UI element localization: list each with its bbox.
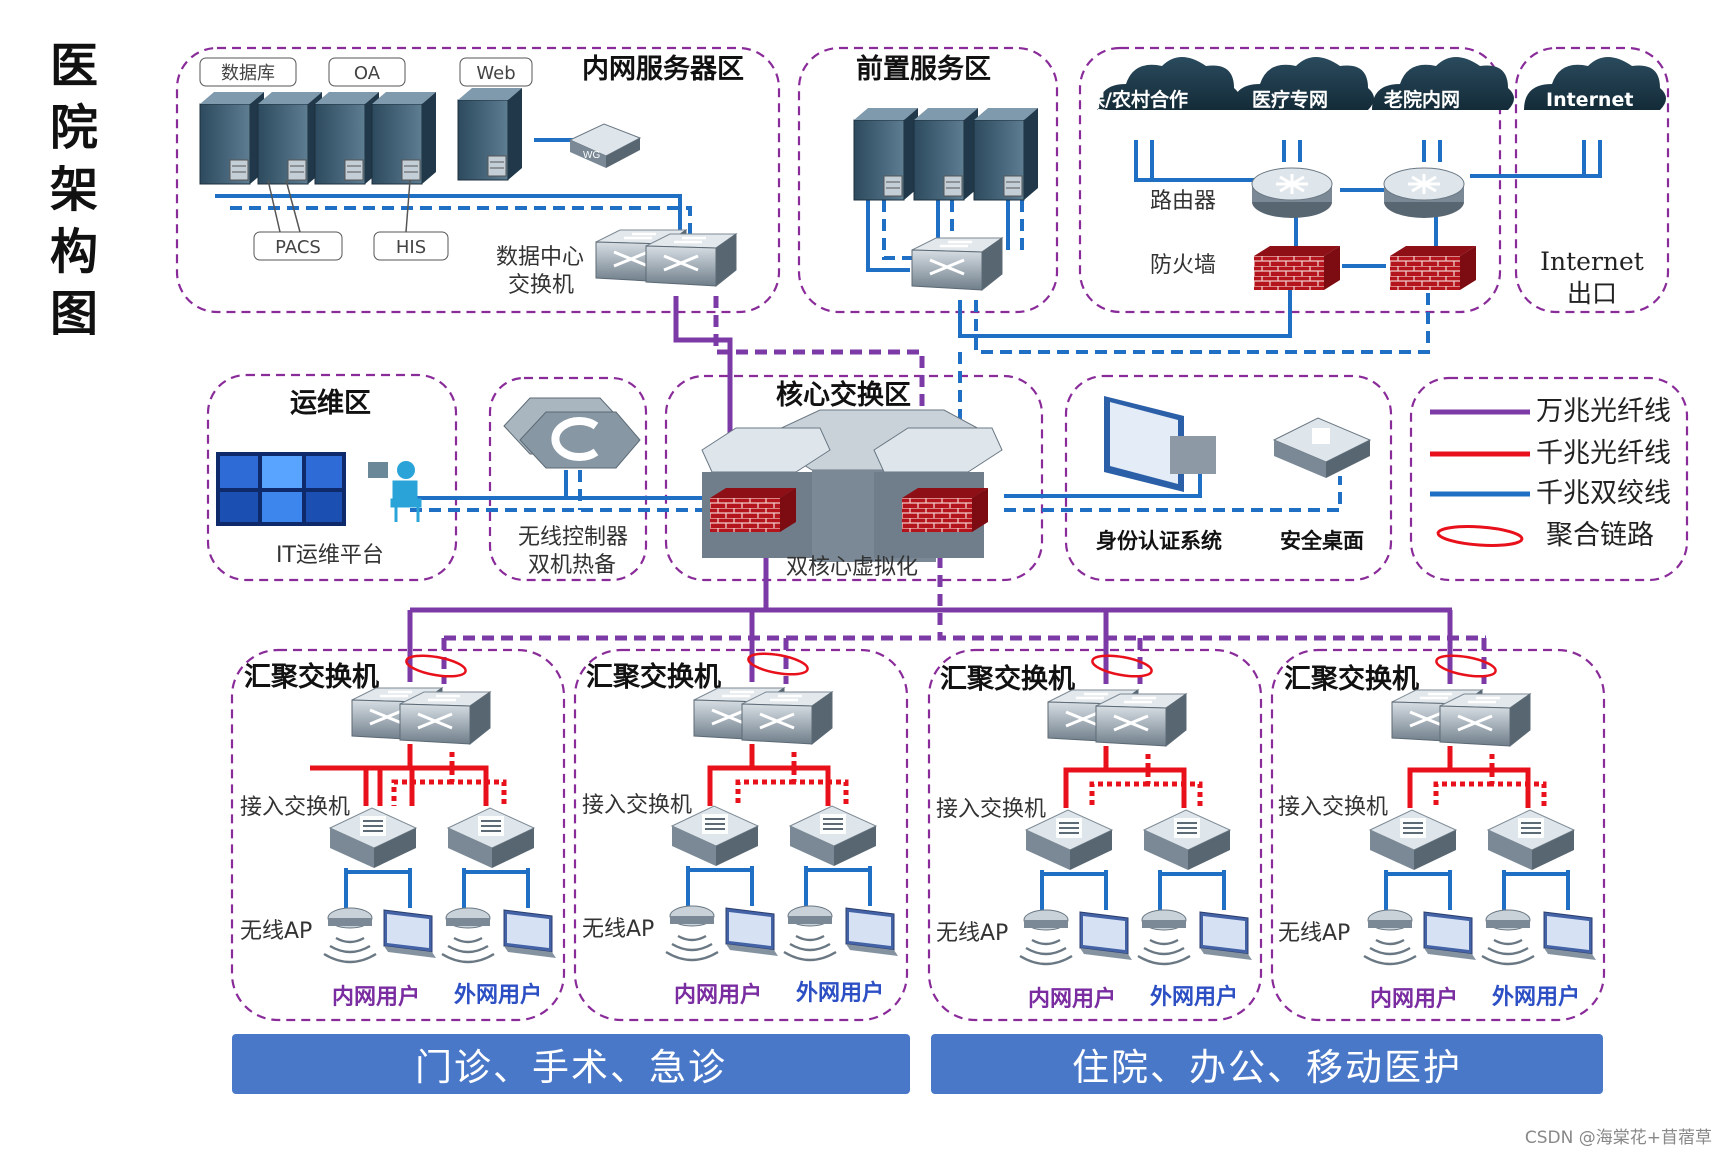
cloud-internet: Internet [1524,57,1666,111]
legend: 万兆光纤线 千兆光纤线 千兆双绞线 聚合链路 [1430,396,1671,551]
cloud-cooperative: 保/农村合作 [1085,57,1240,111]
ops-platform-label: IT运维平台 [276,543,384,568]
agg-switch-label: 汇聚交换机 [244,661,379,693]
legend-label-1g-twisted: 千兆双绞线 [1536,478,1671,509]
access-switch-label: 接入交换机 [936,797,1046,822]
links [215,138,1602,684]
firewall-label: 防火墙 [1150,253,1216,278]
wireless-controller-device [503,397,641,469]
wireless-ap-label: 无线AP [1278,921,1350,946]
wireless-ap-label: 无线AP [936,921,1008,946]
zone-legend [1409,376,1689,582]
wireless-controller-label-1: 无线控制器 [518,525,628,550]
agg-switch-label: 汇聚交换机 [940,663,1075,695]
zone-internet-exit [1514,46,1670,314]
front-server-rack [853,107,1039,292]
intranet-user-label: 内网用户 [1370,986,1458,1012]
cloud-old-campus: 老院内网 [1372,57,1514,111]
watermark: CSDN @海棠花+苜蓿草 [1524,1128,1712,1148]
intranet-user-label: 内网用户 [674,982,762,1008]
zone-title-ops: 运维区 [290,388,371,419]
core-label: 双核心虚拟化 [786,555,918,580]
zone-auth [1064,374,1393,582]
svg-text:数据库: 数据库 [221,63,275,84]
dc-switch [594,228,738,288]
extranet-user-label: 外网用户 [1150,984,1238,1010]
zone-front-servers [797,46,1059,314]
banner-outpatient: 门诊、手术、急诊 [232,1034,910,1094]
cloud-medical-private: 医疗专网 [1232,57,1374,111]
extranet-user-label: 外网用户 [1492,984,1580,1010]
intranet-user-label: 内网用户 [332,984,420,1010]
internet-exit-label-2: 出口 [1567,279,1617,308]
svg-text:构: 构 [50,224,98,280]
server-rack [199,87,523,185]
branch-2: 汇聚交换机 接入交换机 无线AP 内网用户 外网用户 [582,661,899,1008]
identity-system-icon [1104,396,1216,492]
branch-3: 汇聚交换机 接入交换机 无线AP 内网用户 外网用户 [936,663,1253,1012]
zone-core [664,374,1044,582]
dc-switch-label-2: 交换机 [508,273,574,298]
access-switch-label: 接入交换机 [582,793,692,818]
legend-label-1g-fiber: 千兆光纤线 [1536,438,1671,469]
agg-switch-label: 汇聚交换机 [1284,663,1419,695]
zone-intranet-servers [175,46,781,314]
banner-inpatient: 住院、办公、移动医护 [931,1034,1603,1094]
internet-exit-label-1: Internet [1540,247,1644,276]
svg-text:医疗专网: 医疗专网 [1252,88,1328,111]
access-switch-label: 接入交换机 [1278,795,1388,820]
page-title: 医 院 架 构 图 [50,38,98,342]
secure-desktop-label: 安全桌面 [1280,529,1364,553]
core-switch-cluster [701,409,1003,562]
dc-switch-label-1: 数据中心 [496,245,584,270]
svg-text:图: 图 [50,286,98,342]
legend-label-10g-fiber: 万兆光纤线 [1536,396,1671,427]
identity-system-label: 身份认证系统 [1096,529,1222,553]
zone-branch-4 [1270,648,1606,1022]
branch-4: 汇聚交换机 接入交换机 无线AP 内网用户 外网用户 [1278,663,1597,1012]
legend-label-aggregation: 聚合链路 [1546,520,1654,551]
router-label: 路由器 [1150,189,1216,214]
svg-text:Internet: Internet [1546,89,1633,111]
svg-text:OA: OA [354,63,381,84]
secure-desktop-icon [1272,417,1372,478]
ops-monitor-wall [216,452,346,526]
svg-text:老院内网: 老院内网 [1384,88,1460,111]
svg-text:院: 院 [50,100,98,156]
routers [1250,166,1466,220]
extranet-user-label: 外网用户 [796,980,884,1006]
zone-branch-2 [573,648,909,1022]
server-tags: 数据库 OA Web PACS HIS [199,57,533,261]
svg-text:WG: WG [583,150,600,161]
svg-text:架: 架 [50,162,98,218]
operator-icon [368,461,422,522]
branch-1: 汇聚交换机 接入交换机 无线AP 内网用户 外网用户 [240,661,557,1010]
svg-text:HIS: HIS [396,237,426,258]
intranet-user-label: 内网用户 [1028,986,1116,1012]
svg-text:保/农村合作: 保/农村合作 [1085,88,1188,111]
svg-text:Web: Web [476,63,515,84]
extranet-user-label: 外网用户 [454,982,542,1008]
wireless-controller-label-2: 双机热备 [528,553,616,578]
zone-branch-3 [927,648,1263,1022]
access-switch-label: 接入交换机 [240,795,350,820]
agg-switch-label: 汇聚交换机 [586,661,721,693]
svg-text:PACS: PACS [275,237,321,258]
wg-device: WG [568,123,642,168]
zone-external-networks [1078,46,1502,314]
zone-title-core: 核心交换区 [776,379,911,411]
zone-title-intranet: 内网服务器区 [582,54,744,85]
zone-branch-1 [230,648,566,1022]
cloud-nodes: 保/农村合作 医疗专网 老院内网 Internet [1085,57,1666,111]
svg-text:医: 医 [50,38,98,94]
wireless-ap-label: 无线AP [240,919,312,944]
zone-title-front: 前置服务区 [856,53,991,85]
wireless-ap-label: 无线AP [582,917,654,942]
